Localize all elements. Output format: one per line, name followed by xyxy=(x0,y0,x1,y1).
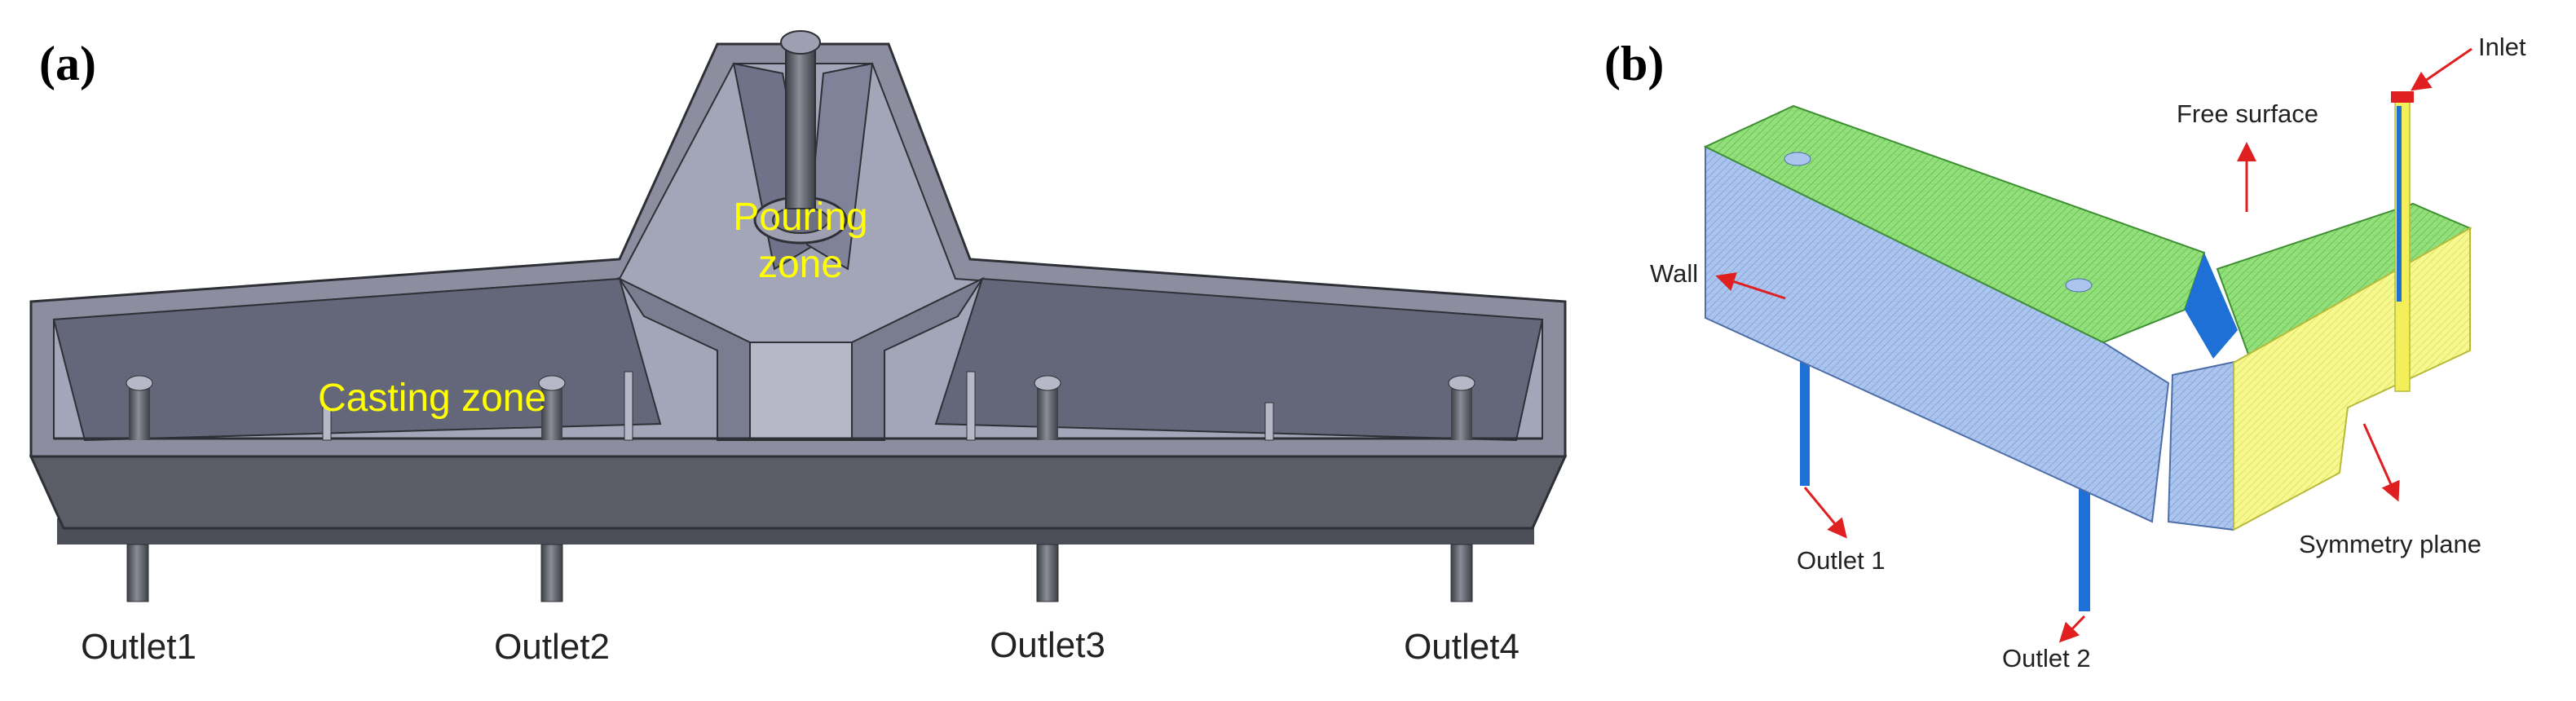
panel-a-label: (a) xyxy=(39,37,96,90)
outlet-pipes xyxy=(126,544,1473,602)
outlet-pipe-4 xyxy=(1450,544,1473,602)
mesh-sprue-edge xyxy=(2397,106,2402,302)
post-1-top xyxy=(126,375,153,391)
post-2 xyxy=(541,383,562,440)
sprue-pipe xyxy=(785,45,816,209)
symmetry-plane-label: Symmetry plane xyxy=(2299,530,2481,558)
right-back-wall xyxy=(934,277,1544,442)
outlet-pipe-1 xyxy=(126,544,149,602)
outlet1-label: Outlet1 xyxy=(81,627,196,667)
pouring-zone-label-1: Pouring xyxy=(733,196,867,239)
panel-a: (a) xyxy=(29,30,1568,667)
mesh-free-surface-groove xyxy=(2185,253,2238,359)
post-2-top xyxy=(538,375,566,391)
casting-zone-label: Casting zone xyxy=(318,377,546,420)
left-back-wall xyxy=(52,277,662,442)
post-1 xyxy=(129,383,150,440)
mesh-outlet-pipe-1 xyxy=(1800,334,1810,486)
callout-arrows xyxy=(1715,47,2472,643)
pouring-zone-label-2: zone xyxy=(758,243,843,286)
casting-front-wall xyxy=(29,455,1568,530)
outlet3-label: Outlet3 xyxy=(990,625,1105,665)
outlet1-callout-label: Outlet 1 xyxy=(1797,546,1886,575)
mesh-top-hole-2 xyxy=(2065,278,2093,293)
outlet2-callout-label: Outlet 2 xyxy=(2002,644,2091,672)
outlet4-label: Outlet4 xyxy=(1404,627,1520,667)
outlet-pipe-2 xyxy=(540,544,563,602)
outlet2-label: Outlet2 xyxy=(494,627,610,667)
tab-1 xyxy=(322,407,332,441)
post-4-top xyxy=(1448,375,1475,391)
panel-b: (b) Inlet Free xyxy=(1604,33,2526,672)
post-3-top xyxy=(1034,375,1061,391)
mesh-top-hole-1 xyxy=(1784,152,1811,166)
post-3 xyxy=(1037,383,1058,440)
casting-posts xyxy=(126,371,1475,441)
inlet-arrow xyxy=(2411,47,2472,91)
free-surface-label: Free surface xyxy=(2177,99,2318,128)
wall-arrow xyxy=(1715,272,1786,300)
inlet-label: Inlet xyxy=(2478,33,2526,61)
panel-b-label: (b) xyxy=(1604,37,1664,90)
symmetry-plane-arrow xyxy=(2362,423,2400,502)
mesh-outlet-pipe-2 xyxy=(2079,465,2090,611)
wall-label: Wall xyxy=(1650,259,1698,288)
outlet2-arrow xyxy=(2058,615,2086,643)
tab-4 xyxy=(1264,402,1274,441)
mesh-symmetry-plane xyxy=(2233,227,2471,531)
post-4 xyxy=(1451,383,1472,440)
tab-2 xyxy=(624,371,633,441)
pouring-floor xyxy=(749,342,853,441)
outlet1-arrow xyxy=(1803,487,1847,539)
sprue-top xyxy=(780,30,821,55)
outlet-pipe-3 xyxy=(1036,544,1059,602)
tab-3 xyxy=(966,371,976,441)
mesh-inlet xyxy=(2391,91,2414,103)
